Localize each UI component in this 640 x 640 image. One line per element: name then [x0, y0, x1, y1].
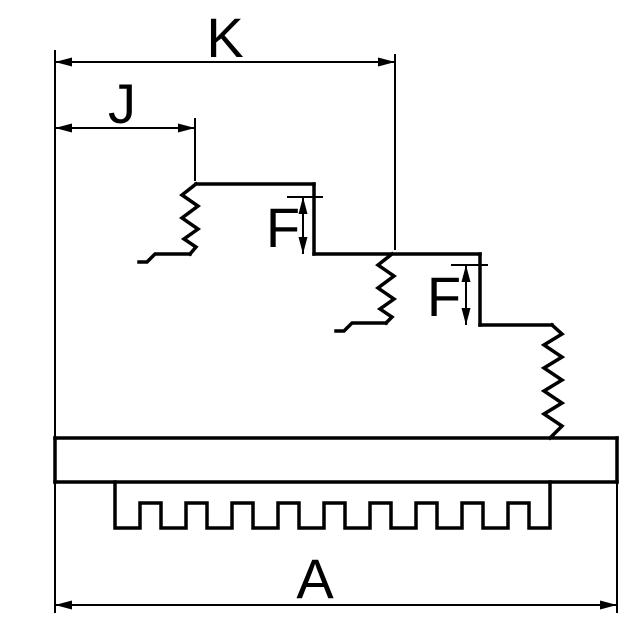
f-upper-arrowhead-top [298, 197, 308, 214]
mounting-teeth [113, 480, 552, 530]
k-arrowhead-left [55, 57, 72, 67]
k-arrowhead-right [378, 57, 395, 67]
f-upper-arrowhead-bottom [298, 237, 308, 254]
dimension-labels: K J F F A [108, 6, 461, 610]
f-lower-arrowhead-top [461, 265, 471, 282]
j-arrowhead-right [178, 123, 195, 133]
dim-label-a: A [296, 547, 334, 610]
a-arrowhead-left [55, 600, 72, 610]
dim-label-k: K [206, 6, 243, 69]
body-serrated-face [540, 322, 566, 441]
dimension-lines [54, 50, 618, 613]
dim-label-j: J [108, 72, 136, 135]
step1-serrated-face [179, 181, 202, 257]
step2-serrated-face [375, 251, 398, 326]
dim-label-f-upper: F [266, 196, 300, 259]
step2-undercut-edge [334, 321, 388, 333]
f-lower-arrowhead-bottom [461, 308, 471, 325]
step1-undercut-edge [137, 252, 192, 264]
dim-label-f-lower: F [427, 265, 461, 328]
j-arrowhead-left [55, 123, 72, 133]
jaw-profile [53, 181, 619, 530]
a-arrowhead-right [600, 600, 617, 610]
